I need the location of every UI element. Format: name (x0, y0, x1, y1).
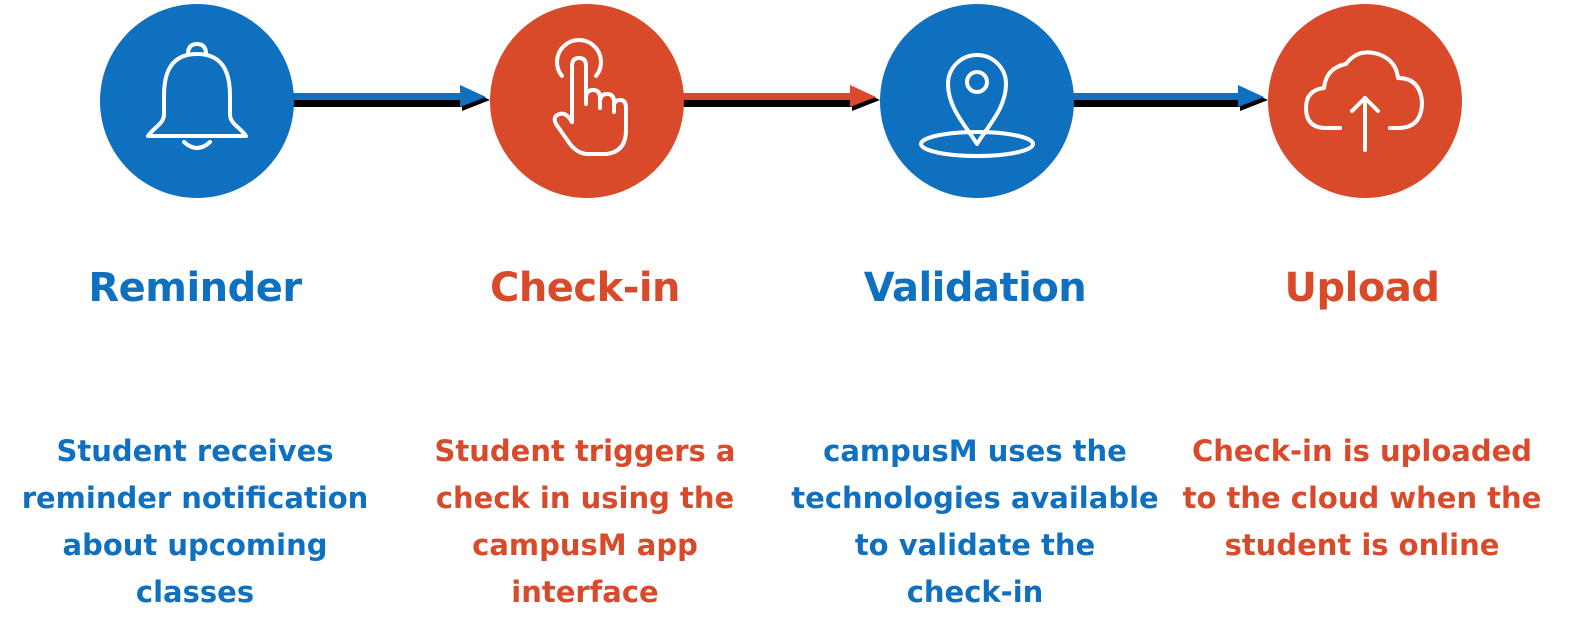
step-check-in: Check-in Student triggers a check in usi… (395, 0, 775, 644)
reminder-circle (100, 4, 294, 198)
check-in-circle (490, 4, 684, 198)
step-title: Check-in (489, 265, 681, 311)
step-title: Upload (1284, 265, 1440, 311)
description-line: check in using the (435, 481, 735, 515)
connector-arrow-1 (292, 85, 490, 111)
description-line: to validate the (854, 528, 1096, 562)
step-reminder: Reminder Student receives reminder notif… (5, 0, 385, 644)
description-line: check-in (906, 575, 1044, 609)
step-validation: Validation campusM uses the technologies… (785, 0, 1165, 644)
description-line: classes (135, 575, 255, 609)
description-line: student is online (1224, 528, 1500, 562)
upload-circle (1268, 4, 1462, 198)
description-line: to the cloud when the (1182, 481, 1542, 515)
validation-circle (880, 4, 1074, 198)
cloud-upload-icon (1304, 50, 1424, 152)
description-line: technologies available (791, 481, 1159, 515)
description-line: Check-in is uploaded (1191, 434, 1533, 468)
bell-icon (146, 42, 248, 150)
description-line: campusM app (472, 528, 698, 562)
step-description: Student receives reminder notification a… (5, 428, 385, 616)
step-upload: Upload Check-in is uploaded to the cloud… (1172, 0, 1552, 644)
step-description: campusM uses the technologies available … (785, 428, 1165, 616)
connector-arrow-3 (1070, 85, 1268, 111)
step-title: Reminder (88, 265, 302, 311)
step-description: Check-in is uploaded to the cloud when t… (1172, 428, 1552, 569)
description-line: campusM uses the (823, 434, 1127, 468)
description-line: Student receives (56, 434, 334, 468)
step-description: Student triggers a check in using the ca… (395, 428, 775, 616)
description-line: Student triggers a (434, 434, 736, 468)
description-line: reminder notification (21, 481, 369, 515)
description-line: interface (511, 575, 659, 609)
connector-arrow-2 (682, 85, 880, 111)
pointing-hand-icon (552, 38, 628, 156)
step-title: Validation (863, 265, 1087, 311)
description-line: about upcoming (62, 528, 328, 562)
location-pin-icon (919, 53, 1035, 158)
